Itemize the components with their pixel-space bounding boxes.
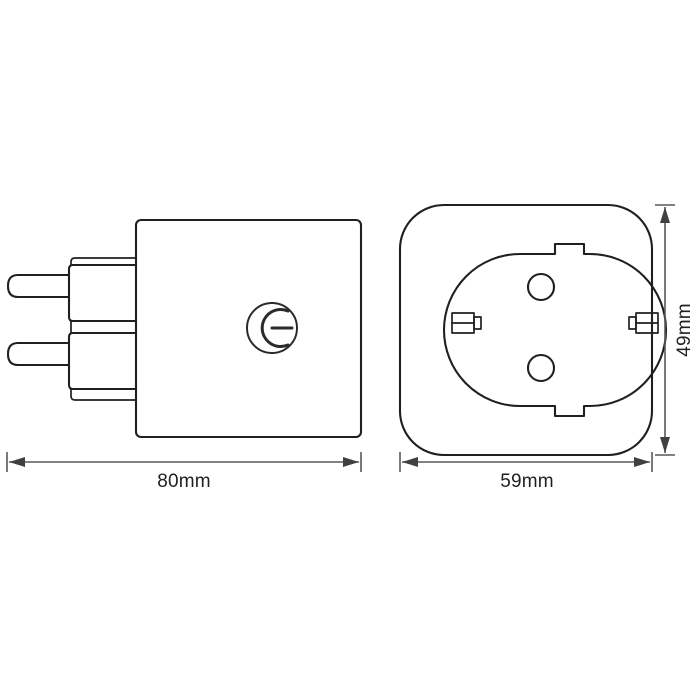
dim-59-arrow-left bbox=[402, 457, 418, 467]
collar-mid-step bbox=[70, 320, 137, 334]
dimension-49mm: 49mm bbox=[655, 204, 695, 456]
power-button-logo bbox=[246, 302, 298, 354]
socket-housing-outline bbox=[398, 203, 654, 457]
side-view-group: 80mm bbox=[6, 218, 363, 492]
front-view-group: 59mm 49mm bbox=[398, 203, 695, 492]
dim-49-label: 49mm bbox=[674, 303, 695, 357]
dim-80-arrow-right bbox=[343, 457, 359, 467]
dim-59-arrow-right bbox=[634, 457, 650, 467]
dimension-80mm: 80mm bbox=[6, 452, 362, 492]
socket-pin-hole-bottom bbox=[526, 353, 556, 383]
socket-pin-hole-top bbox=[526, 272, 556, 302]
logo-outer-circle bbox=[246, 302, 298, 354]
plug-pin-lower bbox=[6, 341, 71, 367]
lower-collar-flange bbox=[70, 388, 137, 401]
dim-49-arrow-top bbox=[660, 207, 670, 223]
upper-collar-block bbox=[67, 263, 138, 323]
dim-49-arrow-bottom bbox=[660, 437, 670, 453]
earth-contact-right-tip bbox=[628, 316, 637, 330]
earth-contact-right bbox=[628, 312, 659, 334]
lower-collar-group bbox=[67, 331, 138, 401]
upper-collar-group bbox=[67, 257, 138, 323]
lower-collar-block bbox=[67, 331, 138, 391]
dim-59-label: 59mm bbox=[500, 471, 554, 492]
schuko-recess-outline bbox=[443, 242, 667, 418]
logo-c-arc bbox=[260, 308, 290, 348]
plug-pin-upper bbox=[6, 273, 71, 299]
plug-body-outline bbox=[134, 218, 363, 439]
earth-contact-left-tip bbox=[473, 316, 482, 330]
dimension-59mm: 59mm bbox=[399, 452, 653, 492]
earth-contact-left bbox=[451, 312, 482, 334]
upper-collar-flange bbox=[70, 257, 137, 266]
dim-80-label: 80mm bbox=[157, 471, 211, 492]
dim-80-arrow-left bbox=[9, 457, 25, 467]
